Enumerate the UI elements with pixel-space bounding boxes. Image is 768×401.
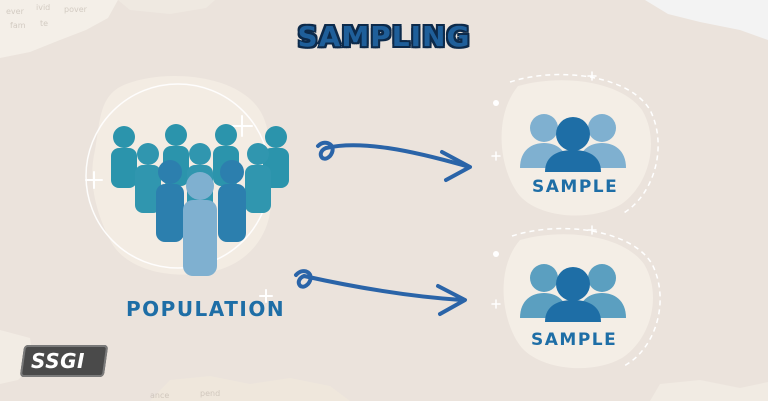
population-label: POPULATION: [126, 297, 286, 321]
sample-backdrop: [491, 71, 661, 369]
page-title: SAMPLING: [297, 20, 471, 53]
svg-text:te: te: [40, 19, 48, 28]
svg-text:ever: ever: [6, 7, 25, 16]
people-group-icon: [520, 114, 626, 172]
people-crowd-icon: [111, 124, 289, 276]
svg-text:pover: pover: [64, 5, 88, 14]
logo-text: SSGI: [31, 349, 85, 373]
people-group-icon: [520, 264, 626, 322]
sample-label: SAMPLE: [531, 330, 618, 350]
arrow-icon: [294, 269, 467, 316]
arrow-icon: [316, 140, 472, 182]
svg-text:fam: fam: [10, 21, 26, 30]
sparkle-icon: [85, 115, 273, 303]
svg-text:ivid: ivid: [36, 3, 50, 12]
sparkle-icon: [493, 100, 499, 257]
sample-label: SAMPLE: [532, 177, 619, 197]
svg-text:ance: ance: [150, 391, 169, 400]
svg-text:pend: pend: [200, 389, 220, 398]
